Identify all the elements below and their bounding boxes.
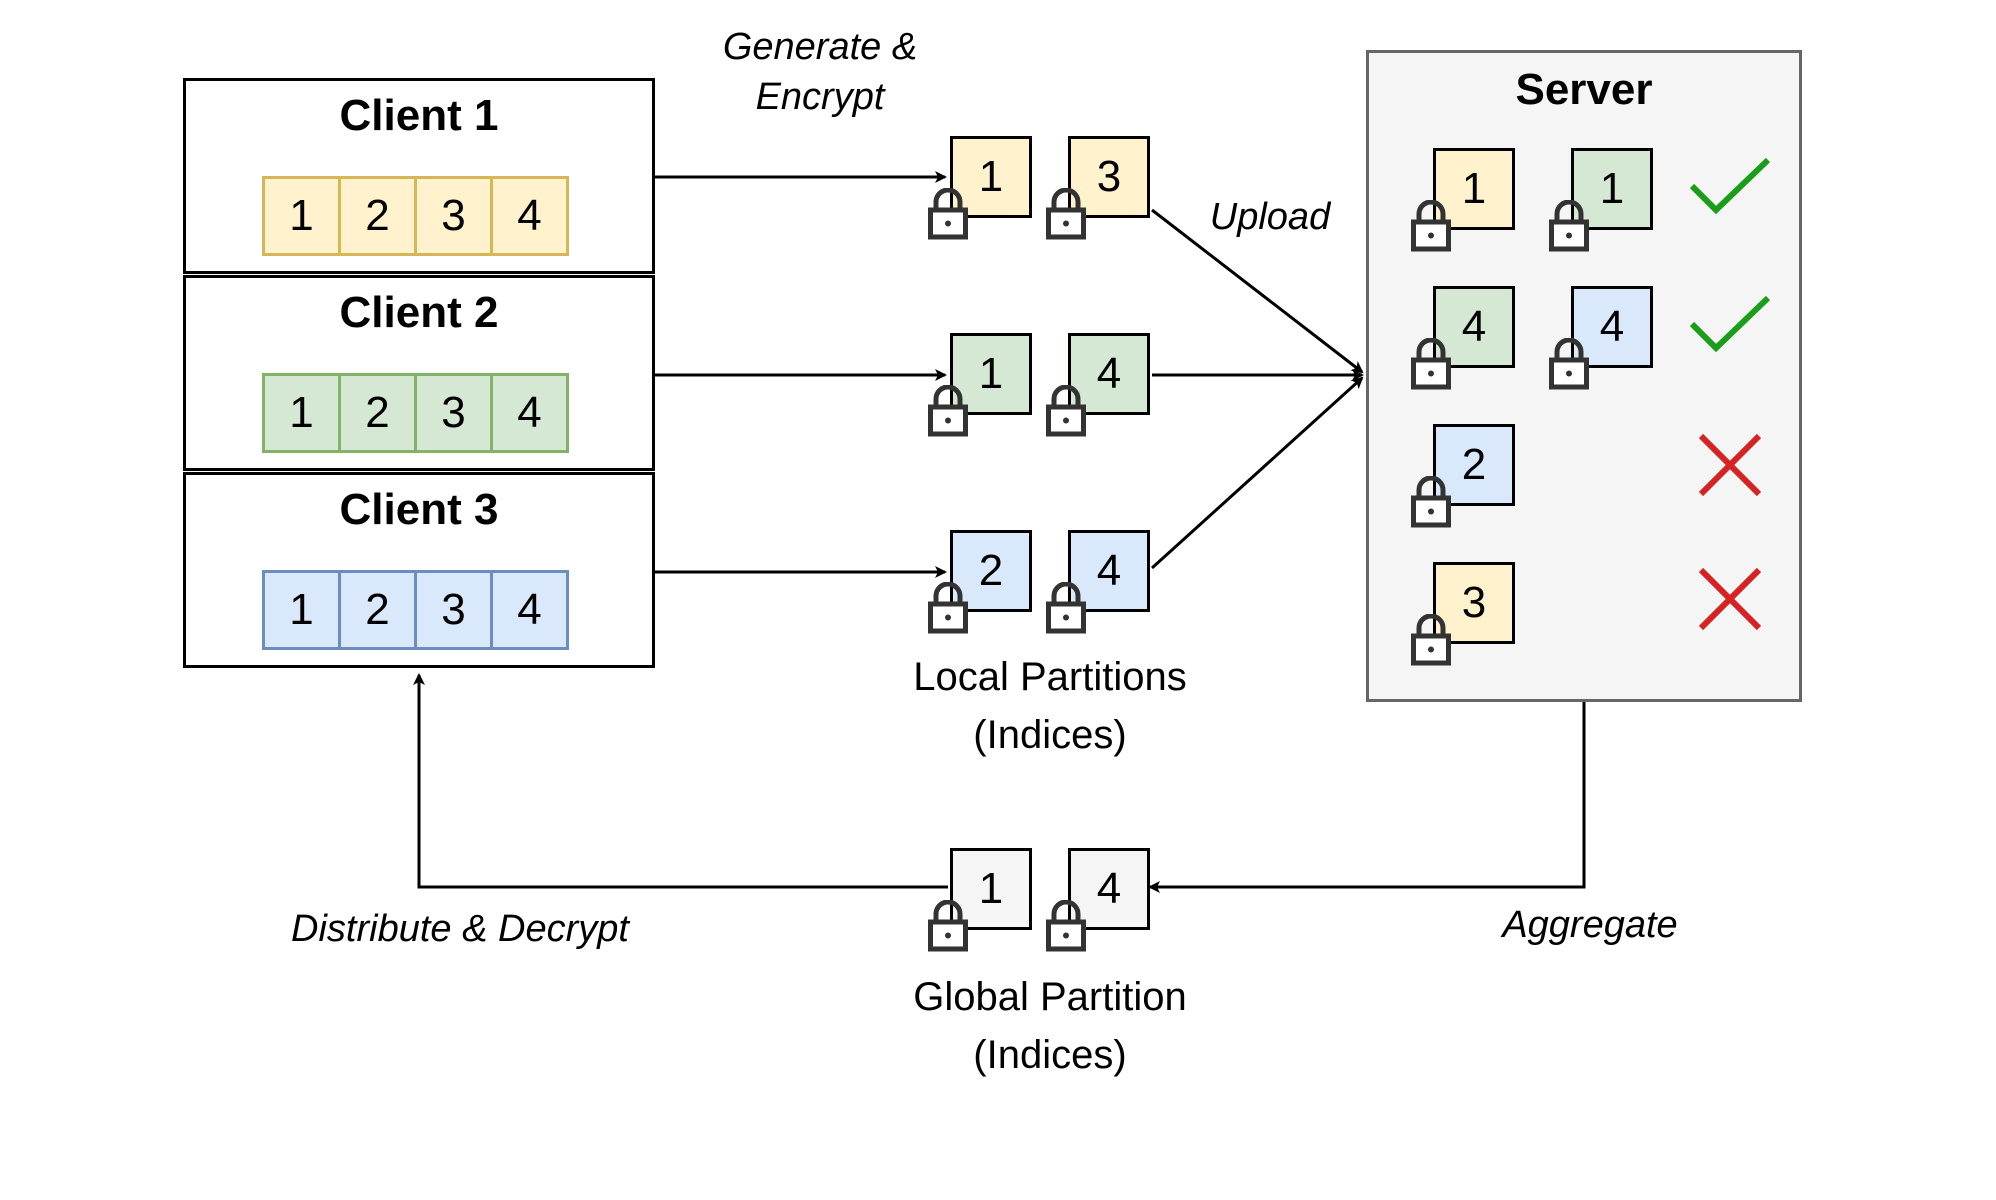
local-partitions-line2: (Indices) [973, 713, 1127, 757]
lock-icon [928, 582, 968, 634]
client-3-cell: 4 [490, 570, 569, 650]
local-partitions-label: Local Partitions (Indices) [860, 648, 1240, 764]
client-3-cell: 2 [338, 570, 417, 650]
server-token-r2-a: 4 [1411, 286, 1515, 390]
lock-icon [1046, 900, 1086, 952]
global-token-a: 1 [928, 848, 1032, 952]
distribute-decrypt-label: Distribute & Decrypt [291, 908, 629, 950]
token-square: 4 [1068, 333, 1150, 415]
generate-label-line1: Generate & [722, 26, 918, 68]
client-2-cell: 3 [414, 373, 493, 453]
client-2-cell: 2 [338, 373, 417, 453]
client-2-cell: 4 [490, 373, 569, 453]
local-token-client2-b: 4 [1046, 333, 1150, 437]
arrow-aggregate [1148, 702, 1586, 893]
local-token-client1-a: 1 [928, 136, 1032, 240]
client-1-cell: 4 [490, 176, 569, 256]
server-title: Server [1515, 65, 1653, 114]
client-1-cell: 1 [262, 176, 341, 256]
server-token-r2-b: 4 [1549, 286, 1653, 390]
check-icon [1689, 157, 1771, 215]
token-square: 1 [1571, 148, 1653, 230]
client-1-title: Client 1 [339, 91, 499, 140]
generate-label-line2: Encrypt [755, 76, 885, 118]
server-token-r4-a: 3 [1411, 562, 1515, 666]
lock-icon [1411, 200, 1451, 252]
token-square: 2 [950, 530, 1032, 612]
token-square: 4 [1068, 530, 1150, 612]
client-1-cell: 2 [338, 176, 417, 256]
local-token-client1-b: 3 [1046, 136, 1150, 240]
lock-icon [928, 385, 968, 437]
server-token-r1-b: 1 [1549, 148, 1653, 252]
check-icon [1689, 295, 1771, 353]
lock-icon [1411, 338, 1451, 390]
token-square: 2 [1433, 424, 1515, 506]
client-2-title: Client 2 [339, 288, 499, 337]
aggregate-label: Aggregate [1502, 904, 1678, 946]
client-1-cell: 3 [414, 176, 493, 256]
lock-icon [928, 188, 968, 240]
client-3-cell: 3 [414, 570, 493, 650]
client-3-cells: 1 2 3 4 [262, 570, 569, 650]
arrow-upload-3 [1150, 376, 1364, 570]
global-partition-line2: (Indices) [973, 1033, 1127, 1077]
token-square: 4 [1433, 286, 1515, 368]
client-2-cell: 1 [262, 373, 341, 453]
upload-label: Upload [1209, 196, 1331, 238]
global-partition-label: Global Partition (Indices) [860, 968, 1240, 1084]
token-square: 1 [1433, 148, 1515, 230]
local-token-client3-b: 4 [1046, 530, 1150, 634]
lock-icon [1046, 188, 1086, 240]
arrow-distribute [413, 673, 948, 889]
token-square: 4 [1068, 848, 1150, 930]
lock-icon [1046, 582, 1086, 634]
client-3-cell: 1 [262, 570, 341, 650]
client-1-cells: 1 2 3 4 [262, 176, 569, 256]
token-square: 1 [950, 136, 1032, 218]
client-3-box: Client 3 1 2 3 4 [183, 472, 655, 668]
generate-encrypt-label: Generate & Encrypt [660, 22, 980, 122]
client-3-title: Client 3 [339, 485, 499, 534]
server-token-r3-a: 2 [1411, 424, 1515, 528]
lock-icon [928, 900, 968, 952]
lock-icon [1046, 385, 1086, 437]
lock-icon [1411, 476, 1451, 528]
lock-icon [1549, 338, 1589, 390]
token-square: 3 [1068, 136, 1150, 218]
server-token-r1-a: 1 [1411, 148, 1515, 252]
local-token-client3-a: 2 [928, 530, 1032, 634]
client-2-box: Client 2 1 2 3 4 [183, 275, 655, 471]
global-token-b: 4 [1046, 848, 1150, 952]
arrow-upload-1 [1151, 208, 1364, 374]
client-2-cells: 1 2 3 4 [262, 373, 569, 453]
token-square: 3 [1433, 562, 1515, 644]
cross-icon [1698, 433, 1762, 497]
token-square: 1 [950, 333, 1032, 415]
local-partitions-line1: Local Partitions [913, 655, 1187, 699]
lock-icon [1411, 614, 1451, 666]
cross-icon [1698, 567, 1762, 631]
token-square: 1 [950, 848, 1032, 930]
token-square: 4 [1571, 286, 1653, 368]
local-token-client2-a: 1 [928, 333, 1032, 437]
global-partition-line1: Global Partition [913, 975, 1187, 1019]
client-1-box: Client 1 1 2 3 4 [183, 78, 655, 274]
lock-icon [1549, 200, 1589, 252]
